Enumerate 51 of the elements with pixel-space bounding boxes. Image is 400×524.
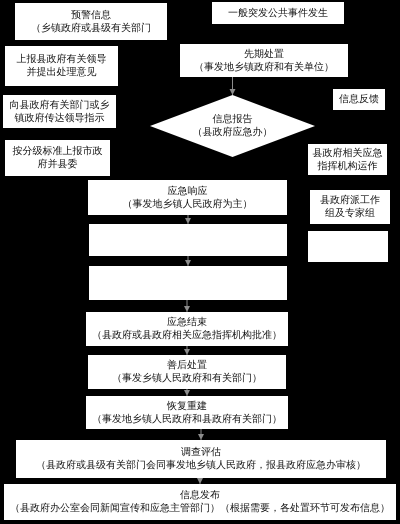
step-note: （乡镇政府或县级有关部门 [31,22,151,34]
step-note: （县政府应急办） [192,126,272,139]
process-box [180,44,348,77]
step-note: （事发乡镇人民政府和有关部门） [112,372,262,385]
step-note: （县政府或县级有关部门会同事发地乡镇人民政府，报县政府应急办审核） [36,459,366,472]
step-note: （事发地乡镇政府和有关单位） [194,60,334,74]
process-box [86,396,288,429]
step-text: 上报县政府有关领导并提出处理意见 [16,53,106,79]
arrow [184,346,190,356]
process-box [4,484,396,520]
step-text: 县政府相关应急指挥机构运作 [312,146,382,172]
process-box [3,95,116,128]
arrow [184,388,190,396]
arrow [184,300,190,312]
process-box [333,89,385,110]
step-title: 调查评估 [181,446,221,459]
process-box [16,440,386,478]
arrow [230,76,236,96]
blank-box [308,231,388,262]
arrow [185,256,191,266]
step-text: 信息反馈 [339,93,379,106]
process-box [88,355,286,389]
step-note: （县政府办公室会同新闻宣传和应急主管部门）（根据需要，各处置环节可发布信息） [10,502,390,515]
step-title: 应急结束 [167,316,207,329]
process-box [308,144,387,175]
arrow [198,428,204,440]
step-title: 信息发布 [180,489,220,502]
blank-box [89,266,287,300]
step-title: 先期处置 [244,48,284,60]
blank-box [89,224,287,256]
step-title: 信息报告 [212,113,252,126]
step-text: 向县政府有关部门或乡镇政府传达领导指示 [10,98,110,124]
process-box [15,3,167,40]
step-text: 按分级标准上报市政府并县委 [12,145,102,171]
arrow [185,214,191,224]
step-title: 恢复重建 [167,400,207,412]
process-box [212,2,344,24]
step-text: 县政府派工作组及专家组 [320,194,380,220]
step-note: （县政府或县政府相关应急指挥机构批准） [92,329,282,342]
process-box [86,312,288,346]
process-box [88,180,287,215]
step-title: 善后处置 [167,359,207,372]
step-note: （事发地乡镇人民政府和县政府有关部门） [92,412,282,426]
step-text: 一般突发公共事件发生 [228,6,328,20]
arrow [197,478,203,484]
process-box [5,46,118,86]
process-box [5,140,110,176]
process-box [310,190,390,224]
step-title: 应急响应 [168,184,208,198]
step-note: （事发地乡镇人民政府为主） [122,198,252,210]
step-title: 预警信息 [71,8,111,22]
